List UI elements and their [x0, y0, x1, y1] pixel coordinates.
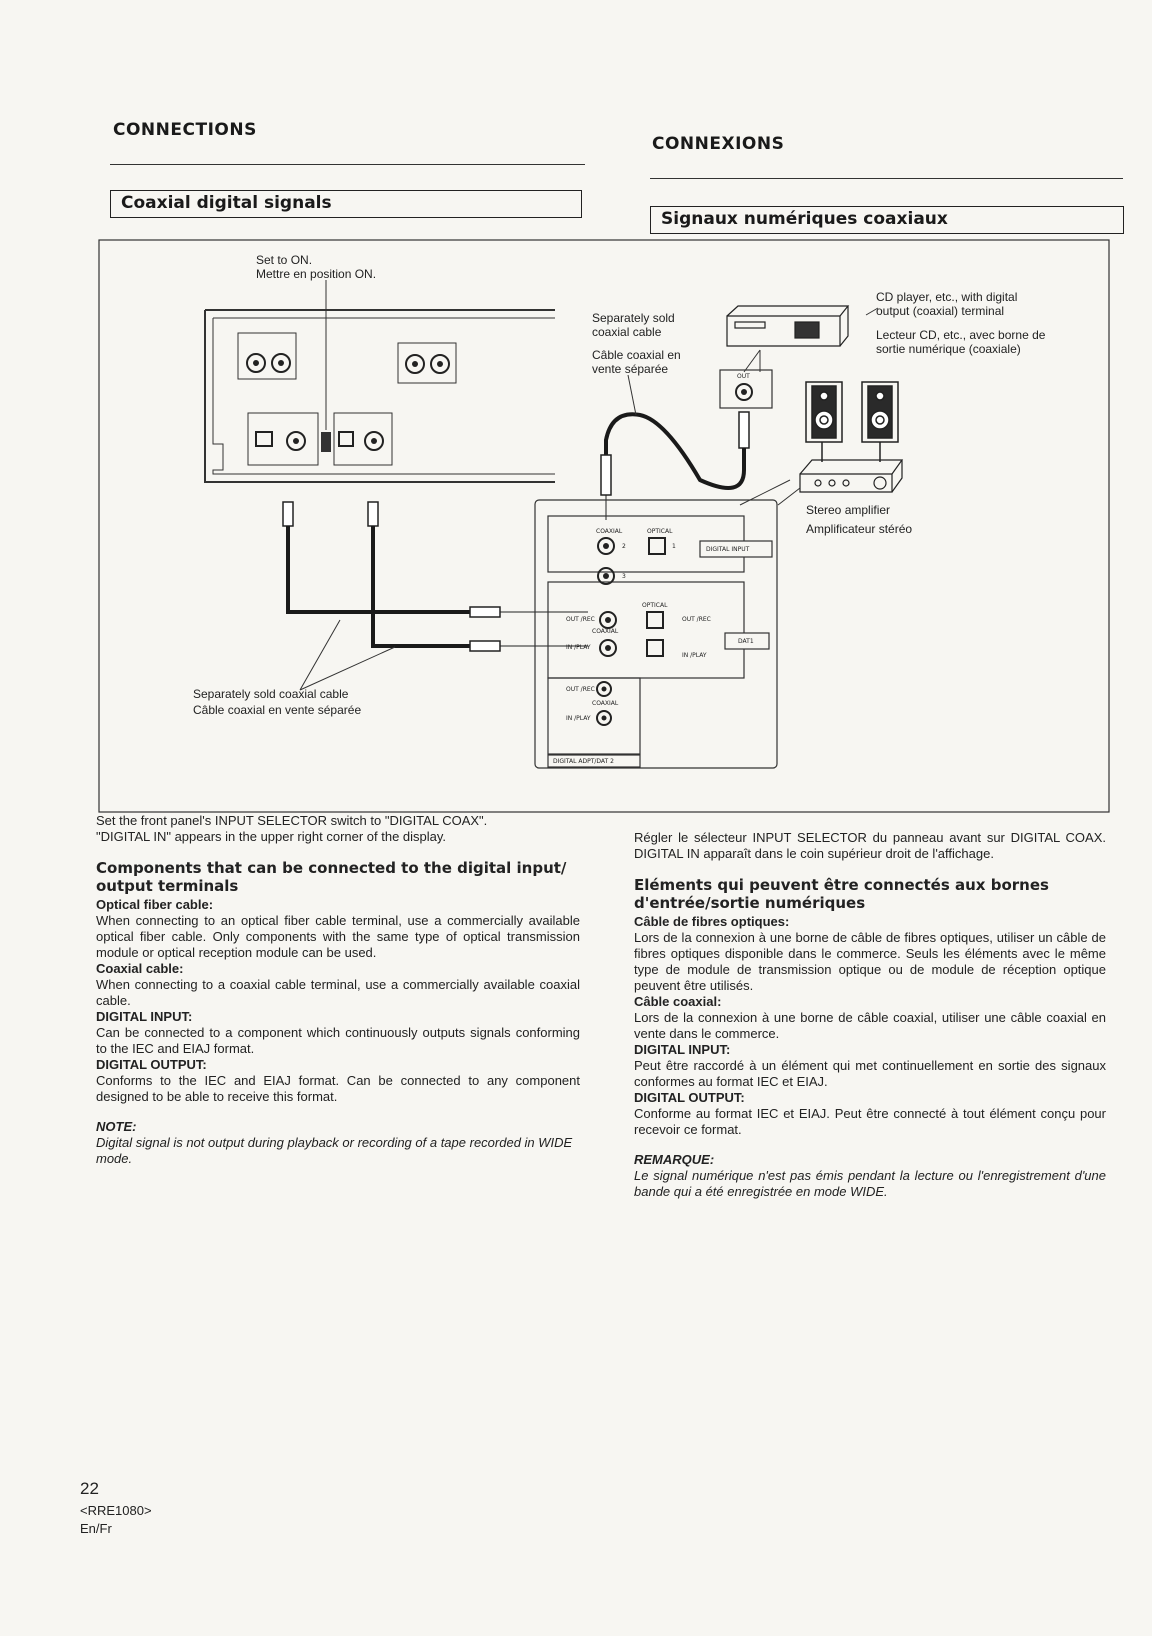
label-set-on-fr: Mettre en position ON. [256, 267, 377, 281]
page-number: 22 [80, 1479, 99, 1498]
cable-pointer [299, 619, 396, 691]
cable-in-play [371, 526, 470, 648]
cd-player-device [726, 305, 850, 347]
label-num-2: 2 [622, 543, 626, 550]
french-column: Régler le sélecteur INPUT SELECTOR du pa… [634, 830, 1106, 1200]
en-coaxial-head: Coaxial cable: [96, 961, 184, 976]
label-cd-out: OUT [737, 373, 750, 380]
fr-coaxial-body: Lors de la connexion à une borne de câbl… [634, 1010, 1106, 1041]
fr-optical-body: Lors de la connexion à une borne de câbl… [634, 930, 1106, 993]
rule-en [110, 164, 585, 165]
label-cable-bottom-en: Separately sold coaxial cable [193, 687, 349, 701]
diagram-frame [98, 239, 1110, 813]
en-coaxial-body: When connecting to a coaxial cable termi… [96, 977, 580, 1008]
label-cd-fr-2: sortie numérique (coaxiale) [876, 342, 1021, 356]
en-intro-2: "DIGITAL IN" appears in the upper right … [96, 829, 447, 844]
label-rcv-optical: OPTICAL [647, 528, 673, 535]
label-set-on-en: Set to ON. [256, 253, 313, 267]
label-dat1-in-play: IN /PLAY [566, 644, 591, 651]
dat1-plugs [469, 606, 501, 652]
label-dat1-opt-out-rec: OUT /REC [682, 616, 711, 623]
section-title-fr: CONNEXIONS [652, 134, 785, 154]
label-amp-fr: Amplificateur stéréo [806, 522, 913, 536]
en-optical-head: Optical fiber cable: [96, 897, 214, 912]
subsection-box-en: Coaxial digital signals [110, 190, 582, 218]
fr-note-body: Le signal numérique n'est pas émis penda… [634, 1168, 1106, 1199]
fr-dout-head: DIGITAL OUTPUT: [634, 1090, 745, 1105]
label-dat1-optical: OPTICAL [642, 602, 668, 609]
unit-plugs [282, 501, 379, 527]
en-components-heading: Components that can be connected to the … [96, 859, 567, 895]
en-dout-head: DIGITAL OUTPUT: [96, 1057, 207, 1072]
en-note-head: NOTE: [96, 1119, 137, 1134]
english-column: Set the front panel's INPUT SELECTOR swi… [96, 813, 580, 1167]
subsection-box-fr: Signaux numériques coaxiaux [650, 206, 1124, 234]
label-amp-en: Stereo amplifier [806, 503, 891, 517]
fr-din-head: DIGITAL INPUT: [634, 1042, 731, 1057]
fr-note-head: REMARQUE: [634, 1152, 715, 1167]
fr-coaxial-head: Câble coaxial: [634, 994, 722, 1009]
label-dat1-out-rec: OUT /REC [566, 616, 595, 623]
en-dout-body: Conforms to the IEC and EIAJ format. Can… [96, 1073, 580, 1104]
label-cable-top-en-1: Separately sold [592, 311, 675, 325]
label-cd-fr-1: Lecteur CD, etc., avec borne de [876, 328, 1046, 342]
speakers [805, 381, 899, 462]
subsection-title-fr: Signaux numériques coaxiaux [661, 209, 948, 229]
label-digital-input-box: DIGITAL INPUT [706, 546, 750, 553]
cable-cd-to-input [604, 412, 746, 490]
en-intro-1: Set the front panel's INPUT SELECTOR swi… [96, 813, 488, 828]
label-cd-en-2: output (coaxial) terminal [876, 304, 1005, 318]
label-cable-top-fr-2: vente séparée [592, 362, 669, 376]
label-dat1-coaxial: COAXIAL [592, 628, 619, 635]
en-din-head: DIGITAL INPUT: [96, 1009, 193, 1024]
label-num-1: 1 [672, 543, 676, 550]
label-dat2-out-rec: OUT /REC [566, 686, 595, 693]
label-cable-bottom-fr: Câble coaxial en vente séparée [193, 703, 362, 717]
en-din-body: Can be connected to a component which co… [96, 1025, 580, 1056]
label-dat2-in-play: IN /PLAY [566, 715, 591, 722]
cable-out-rec [286, 526, 470, 614]
section-title-en: CONNECTIONS [113, 120, 257, 140]
label-digital-adpt-box: DIGITAL ADPT/DAT 2 [553, 758, 614, 765]
rule-fr [650, 178, 1123, 179]
subsection-title-en: Coaxial digital signals [121, 193, 332, 213]
en-note-body: Digital signal is not output during play… [96, 1135, 573, 1166]
unit-rear-panel [204, 309, 555, 483]
label-cable-top-en-2: coaxial cable [592, 325, 662, 339]
label-rcv-coaxial: COAXIAL [596, 528, 623, 535]
document-code: <RRE1080> [80, 1503, 152, 1518]
receiver-jacks [596, 537, 666, 726]
label-dat2-coaxial: COAXIAL [592, 700, 619, 707]
label-cable-top-fr-1: Câble coaxial en [592, 348, 681, 362]
language-code: En/Fr [80, 1521, 112, 1536]
fr-dout-body: Conforme au format IEC et EIAJ. Peut êtr… [634, 1106, 1106, 1137]
label-cd-en-1: CD player, etc., with digital [876, 290, 1018, 304]
label-dat1-box: DAT1 [738, 638, 754, 645]
amplifier-rear-detail [534, 499, 778, 769]
fr-optical-head: Câble de fibres optiques: [634, 914, 790, 929]
label-dat1-opt-in-play: IN /PLAY [682, 652, 707, 659]
fr-intro: Régler le sélecteur INPUT SELECTOR du pa… [634, 830, 1106, 861]
label-num-3: 3 [622, 573, 626, 580]
fr-din-body: Peut être raccordé à un élément qui met … [634, 1058, 1106, 1089]
en-optical-body: When connecting to an optical fiber cabl… [96, 913, 580, 960]
connection-diagram [98, 239, 1110, 813]
stereo-amplifier [799, 459, 904, 493]
fr-components-heading: Eléments qui peuvent être connectés aux … [634, 876, 1049, 912]
